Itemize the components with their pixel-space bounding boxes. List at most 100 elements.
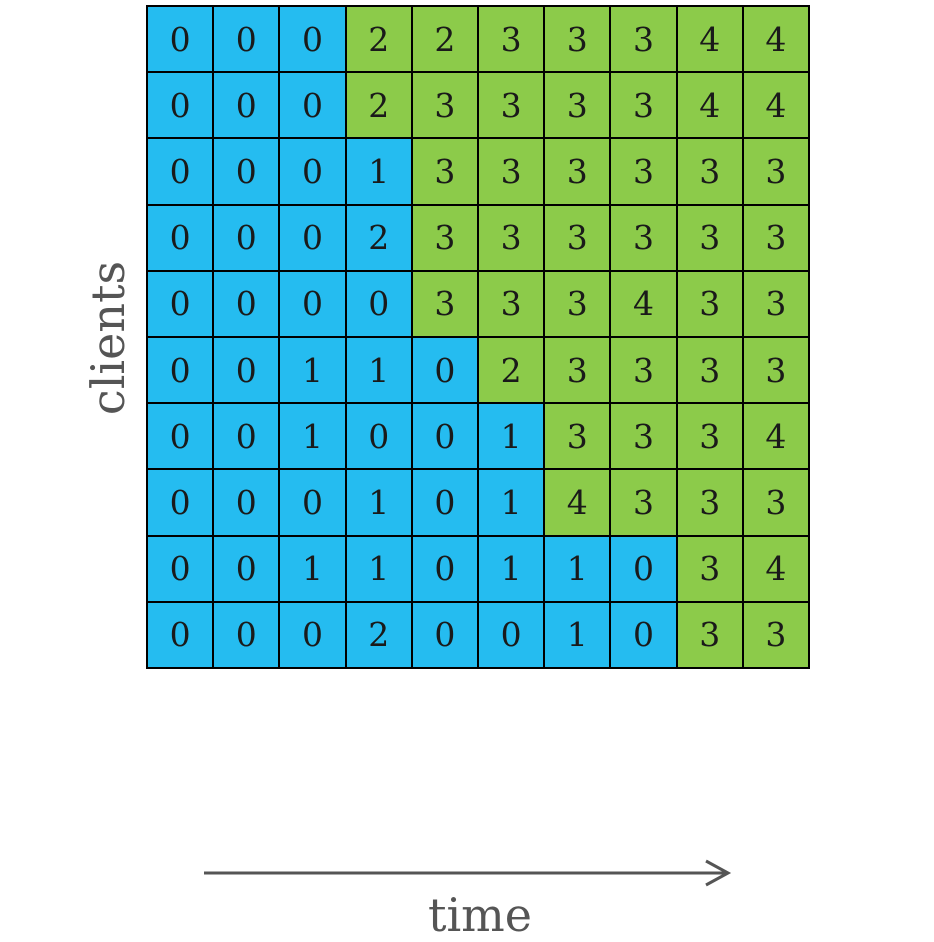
grid-cell: 0 xyxy=(214,205,279,270)
grid-cell: 0 xyxy=(214,271,279,336)
grid-cell: 3 xyxy=(478,73,544,138)
x-axis-label: time xyxy=(427,888,533,942)
grid-cell: 4 xyxy=(545,470,610,535)
grid-cell: 0 xyxy=(412,470,477,535)
grid-cell: 3 xyxy=(743,337,808,403)
grid-cell: 0 xyxy=(148,73,213,138)
grid-cell: 3 xyxy=(545,73,610,138)
grid-cell: 3 xyxy=(677,271,742,336)
grid-cell: 3 xyxy=(412,139,477,204)
grid-cell: 3 xyxy=(743,470,808,535)
time-arrow-head xyxy=(705,859,732,887)
grid-cell: 0 xyxy=(214,73,279,138)
grid-cell: 0 xyxy=(412,337,477,403)
grid-cell: 3 xyxy=(545,404,610,469)
grid-cell: 0 xyxy=(412,536,477,601)
grid-cell: 2 xyxy=(346,205,411,270)
grid-cell: 3 xyxy=(545,7,610,72)
grid-cell: 3 xyxy=(677,337,742,403)
grid-cell: 3 xyxy=(743,205,808,270)
grid-cell: 1 xyxy=(545,602,610,667)
grid-cell: 3 xyxy=(611,205,676,270)
grid-cell: 3 xyxy=(743,602,808,667)
grid-cell: 1 xyxy=(478,470,544,535)
grid-cell: 3 xyxy=(478,205,544,270)
grid-cell: 1 xyxy=(280,337,345,403)
grid-cell: 4 xyxy=(677,7,742,72)
y-axis-label: clients xyxy=(81,260,135,416)
grid-cell: 0 xyxy=(148,602,213,667)
grid-cell: 0 xyxy=(412,404,477,469)
grid-cell: 3 xyxy=(677,536,742,601)
grid-cell: 3 xyxy=(545,205,610,270)
grid-cell: 1 xyxy=(346,139,411,204)
grid-cell: 0 xyxy=(148,470,213,535)
grid-cell: 4 xyxy=(743,7,808,72)
grid-cell: 3 xyxy=(677,205,742,270)
grid-cell: 0 xyxy=(214,536,279,601)
grid-cell: 2 xyxy=(478,337,544,403)
grid-cell: 3 xyxy=(611,470,676,535)
grid-cell: 4 xyxy=(743,536,808,601)
grid-cell: 3 xyxy=(478,7,544,72)
grid-cell: 0 xyxy=(148,7,213,72)
grid-cell: 0 xyxy=(280,73,345,138)
grid-cell: 0 xyxy=(214,7,279,72)
grid-cell: 1 xyxy=(346,337,411,403)
grid-cell: 3 xyxy=(412,271,477,336)
grid-cell: 0 xyxy=(412,602,477,667)
grid-cell: 3 xyxy=(677,404,742,469)
grid-cell: 1 xyxy=(545,536,610,601)
grid-cell: 0 xyxy=(280,7,345,72)
grid-cell: 0 xyxy=(214,404,279,469)
grid-cell: 0 xyxy=(214,139,279,204)
grid-cell: 3 xyxy=(611,7,676,72)
grid-cell: 3 xyxy=(611,139,676,204)
grid-cell: 0 xyxy=(148,536,213,601)
grid-cell: 1 xyxy=(478,536,544,601)
grid-cell: 3 xyxy=(611,404,676,469)
grid-cell: 0 xyxy=(346,404,411,469)
grid-cell: 3 xyxy=(743,271,808,336)
grid-cell: 0 xyxy=(611,602,676,667)
grid-cell: 0 xyxy=(280,602,345,667)
grid-cell: 4 xyxy=(743,404,808,469)
grid-cell: 3 xyxy=(545,337,610,403)
grid-cell: 2 xyxy=(346,7,411,72)
grid-cell: 4 xyxy=(677,73,742,138)
grid-cell: 2 xyxy=(346,73,411,138)
time-arrow-icon xyxy=(204,859,732,887)
grid-cell: 0 xyxy=(611,536,676,601)
grid-cell: 0 xyxy=(346,271,411,336)
grid-cell: 1 xyxy=(280,404,345,469)
grid-cell: 3 xyxy=(478,139,544,204)
grid-cell: 0 xyxy=(148,404,213,469)
grid-cell: 3 xyxy=(412,205,477,270)
grid-cell: 3 xyxy=(677,139,742,204)
grid-cell: 0 xyxy=(478,602,544,667)
grid-cell: 0 xyxy=(148,337,213,403)
grid-cell: 0 xyxy=(148,271,213,336)
grid-cell: 0 xyxy=(148,139,213,204)
grid-cell: 2 xyxy=(346,602,411,667)
grid-cell: 0 xyxy=(280,139,345,204)
grid-cell: 0 xyxy=(280,271,345,336)
grid-cell: 3 xyxy=(478,271,544,336)
grid-cell: 2 xyxy=(412,7,477,72)
grid-cell: 0 xyxy=(280,205,345,270)
grid-cell: 3 xyxy=(545,271,610,336)
grid-cell: 1 xyxy=(346,470,411,535)
grid-cell: 0 xyxy=(148,205,213,270)
grid-cell: 4 xyxy=(743,73,808,138)
grid-cell: 0 xyxy=(214,470,279,535)
grid-cell: 3 xyxy=(611,337,676,403)
grid-cell: 3 xyxy=(743,139,808,204)
grid-cell: 0 xyxy=(280,470,345,535)
grid-cell: 4 xyxy=(611,271,676,336)
grid-cell: 1 xyxy=(346,536,411,601)
grid-cell: 3 xyxy=(412,73,477,138)
grid-cell: 3 xyxy=(611,73,676,138)
grid-cell: 1 xyxy=(280,536,345,601)
grid-cell: 3 xyxy=(677,470,742,535)
